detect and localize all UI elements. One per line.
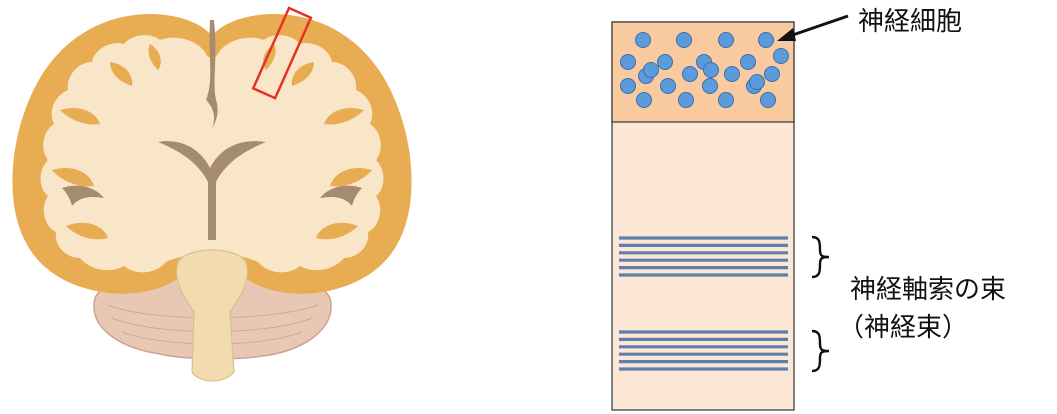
neuron-cell [677,33,692,48]
neuron-cell [759,33,774,48]
neuron-cell [741,55,756,70]
neuron-cell [636,33,651,48]
brace-upper-icon [812,237,829,277]
brace-lower-icon [812,331,829,371]
neuron-label: 神経細胞 [858,7,962,37]
neuron-cell [644,63,659,78]
axon-bundle-label: 神経軸索の束 [850,275,1006,305]
neuron-cell [658,55,673,70]
tissue-panel [612,22,794,410]
neuron-cell [761,93,776,108]
neuron-cell [683,67,698,82]
neuron-cell [703,79,718,94]
brain-coronal-section [12,8,411,381]
neuron-cell [765,67,780,82]
neuron-cell [621,55,636,70]
neuron-cell [621,79,636,94]
neuron-cell [661,79,676,94]
neuron-cell [719,93,734,108]
nerve-bundle-label: （神経束） [838,313,968,343]
neuron-cell [719,33,734,48]
neuron-cell [679,93,694,108]
neuron-cell [774,49,789,64]
brace-icons [812,237,829,371]
neuron-cell [637,93,652,108]
neuron-cell [704,63,719,78]
neuron-cell [725,67,740,82]
neuron-cell [750,75,765,90]
